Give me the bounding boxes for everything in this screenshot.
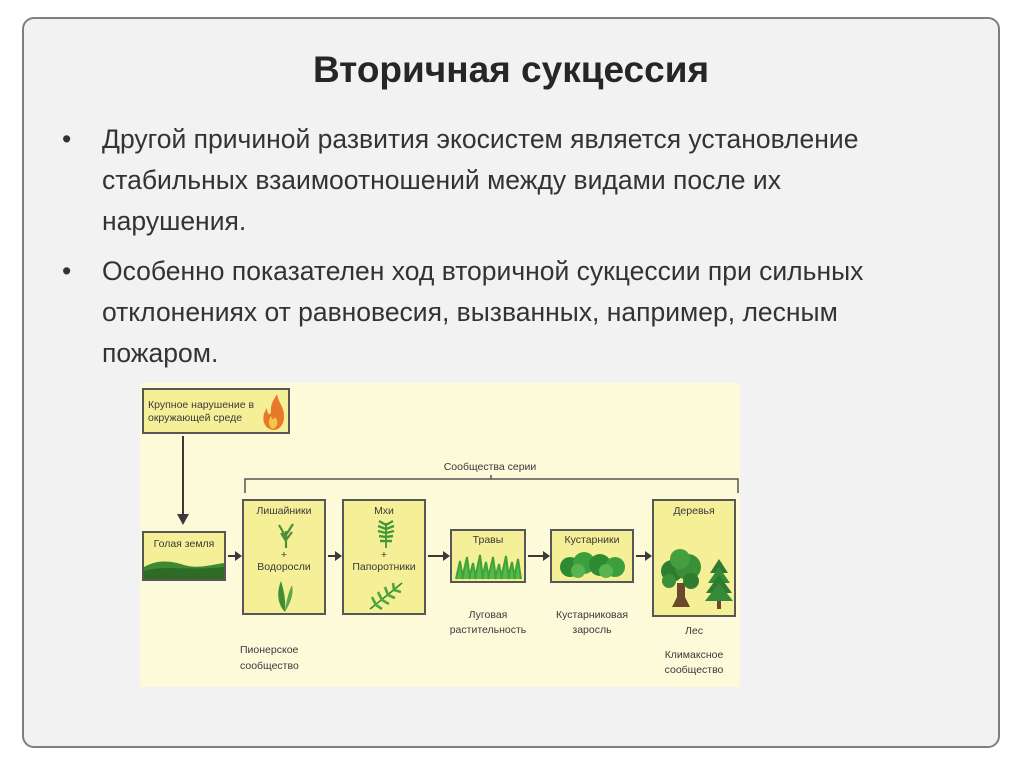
bullet-item-1: • Другой причиной развития экосистем явл… — [62, 119, 922, 242]
bare-ground-label: Голая земля — [153, 538, 215, 550]
climax-caption-2: сообщество — [664, 664, 724, 676]
bullet-item-2: • Особенно показателен ход вторичной сук… — [62, 251, 922, 374]
shrub-icon — [560, 552, 625, 578]
series-label: Сообщества серии — [443, 461, 537, 473]
pioneer-caption-1: Пионерское — [240, 644, 299, 656]
shrubs-label: Кустарники — [564, 534, 620, 546]
grass-icon — [455, 554, 522, 580]
shrub-caption-1: Кустарниковая — [555, 609, 629, 621]
slide-title: Вторичная сукцессия — [312, 49, 710, 90]
moss-icon — [377, 519, 395, 548]
conifer-icon — [705, 559, 733, 609]
stage-trees-box: Деревья — [652, 499, 736, 617]
forest-caption: Лес — [685, 625, 703, 637]
trees-label: Деревья — [673, 505, 715, 517]
bullet-symbol: • — [62, 124, 72, 154]
arrow-to-stage1 — [228, 551, 242, 561]
arrow-to-stage4 — [528, 551, 550, 561]
bullet-text-2: Особенно показателен ход вторичной сукце… — [102, 256, 864, 368]
shrub-caption-2: заросль — [572, 624, 612, 636]
succession-diagram: Крупное нарушение в окружающей среде Соо… — [140, 383, 740, 687]
lichen-icon — [278, 523, 294, 548]
meadow-caption-2: растительность — [449, 624, 527, 636]
series-bracket — [244, 475, 739, 493]
stage-shrubs-box: Кустарники — [550, 529, 634, 583]
meadow-caption-1: Луговая — [468, 609, 508, 621]
lichens-label: Лишайники — [256, 505, 312, 517]
algae-label: Водоросли — [257, 561, 311, 573]
pioneer-caption-2: сообщество — [240, 660, 299, 672]
moss-label: Мхи — [374, 505, 394, 517]
bullet-symbol: • — [62, 256, 72, 286]
grasses-label: Травы — [472, 534, 504, 546]
fern-icon — [369, 582, 403, 611]
disturbance-label: Крупное нарушение в окружающей среде — [148, 399, 255, 424]
down-arrow — [177, 436, 189, 525]
algae-icon — [278, 581, 293, 612]
plus-sign: + — [380, 549, 388, 561]
disturbance-box: Крупное нарушение в окружающей среде — [142, 388, 290, 434]
plus-sign: + — [280, 549, 288, 561]
arrow-to-stage2 — [328, 551, 342, 561]
ground-icon — [144, 561, 224, 579]
bullet-text-1: Другой причиной развития экосистем являе… — [102, 124, 859, 236]
arrow-to-stage3 — [428, 551, 450, 561]
tree-icon — [661, 549, 701, 607]
ferns-label: Папоротники — [352, 561, 416, 573]
stage-moss-fern-box: Мхи + Папоротники — [342, 499, 426, 615]
stage-grasses-box: Травы — [450, 529, 526, 583]
climax-caption-1: Климаксное — [664, 649, 724, 661]
stage-lichens-algae-box: Лишайники + Водоросли — [242, 499, 326, 615]
arrow-to-stage5 — [636, 551, 652, 561]
bullet-list: • Другой причиной развития экосистем явл… — [62, 119, 922, 383]
bare-ground-box: Голая земля — [142, 531, 226, 581]
fire-icon — [263, 394, 285, 430]
